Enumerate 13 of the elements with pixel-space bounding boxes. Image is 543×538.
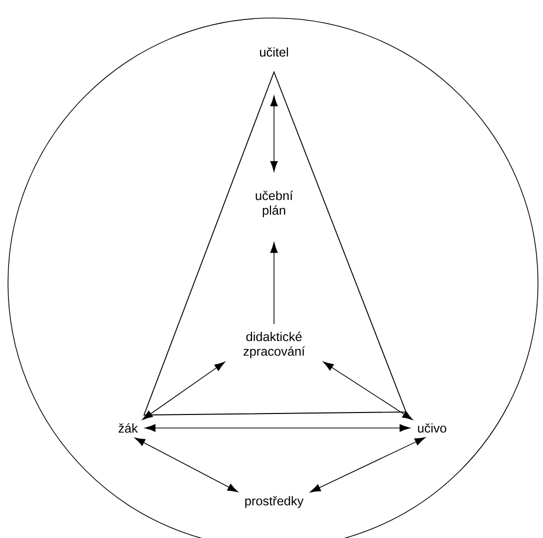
node-label: didaktické zpracování [244,332,305,358]
arrow [144,424,410,432]
node-label: prostředky [245,496,304,508]
node-label: učitel [260,47,288,57]
arrow [142,362,225,420]
node-label: učební plán [256,190,293,218]
arrow [270,242,278,324]
node-label: učivo [418,423,446,433]
arrow [310,437,426,492]
arrow [323,362,413,420]
node-label: žák [118,423,138,433]
arrow [270,96,278,172]
arrow [134,438,238,492]
